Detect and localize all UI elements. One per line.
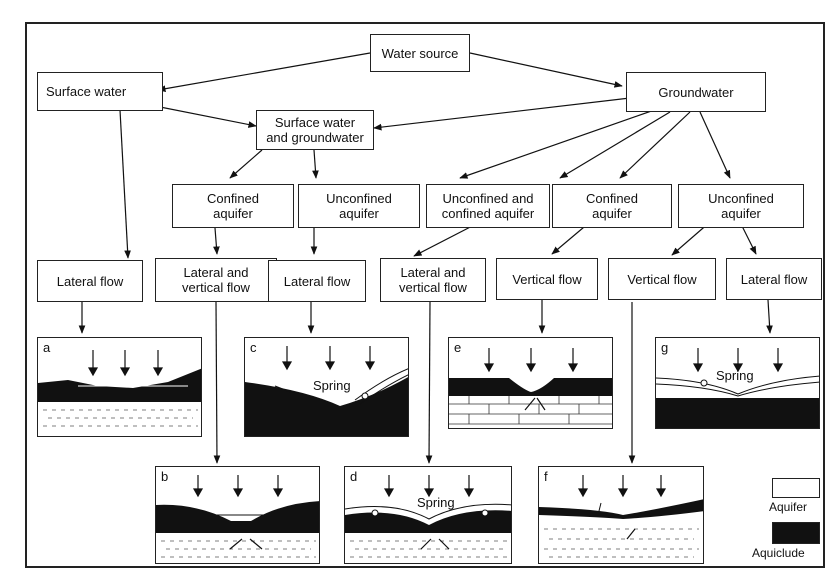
- surface-water-node: Surface water: [37, 72, 163, 111]
- vertical-flow-node-1: Vertical flow: [496, 258, 598, 300]
- panel-c: c Spring: [244, 337, 409, 437]
- panel-f: f: [538, 466, 704, 564]
- lateral-vertical-flow-node-1: Lateral and vertical flow: [155, 258, 277, 302]
- lateral-flow-node-1: Lateral flow: [37, 260, 143, 302]
- panel-d: d Spring: [344, 466, 512, 564]
- panel-g-graphic: [656, 348, 819, 428]
- groundwater-node: Groundwater: [626, 72, 766, 112]
- unconfined-aquifer-node-1: Unconfined aquifer: [298, 184, 420, 228]
- panel-e-graphic: [449, 348, 612, 425]
- panel-e: e: [448, 337, 613, 429]
- surface-and-groundwater-node: Surface water and groundwater: [256, 110, 374, 150]
- panel-g-label: g: [661, 340, 669, 355]
- unconfined-aquifer-node-2: Unconfined aquifer: [678, 184, 804, 228]
- panel-b-graphic: [156, 475, 319, 558]
- panel-f-graphic: [539, 475, 703, 558]
- panel-a-label: a: [43, 340, 51, 355]
- panel-c-label: c: [250, 340, 257, 355]
- legend-aquifer-swatch: [772, 478, 820, 498]
- panel-d-graphic: [345, 475, 511, 558]
- panel-f-label: f: [544, 469, 548, 484]
- lateral-vertical-flow-node-2: Lateral and vertical flow: [380, 258, 486, 302]
- legend-aquifer-label: Aquifer: [769, 500, 808, 514]
- confined-aquifer-node-2: Confined aquifer: [552, 184, 672, 228]
- lateral-flow-node-3: Lateral flow: [726, 258, 822, 300]
- panel-b-label: b: [161, 469, 169, 484]
- vertical-flow-node-2: Vertical flow: [608, 258, 716, 300]
- confined-aquifer-node-1: Confined aquifer: [172, 184, 294, 228]
- water-source-node: Water source: [370, 34, 470, 72]
- panel-e-label: e: [454, 340, 462, 355]
- legend-aquiclude-label: Aquiclude: [752, 546, 805, 560]
- unconfined-and-confined-aquifer-node: Unconfined and confined aquifer: [426, 184, 550, 228]
- panel-d-spring-label: Spring: [417, 495, 455, 510]
- panel-c-graphic: [245, 346, 408, 436]
- panel-b: b: [155, 466, 320, 564]
- panel-d-label: d: [350, 469, 358, 484]
- panel-a-graphic: [38, 350, 201, 427]
- panel-g: g Spring: [655, 337, 820, 429]
- legend-aquiclude-swatch: [772, 522, 820, 544]
- panel-g-spring-label: Spring: [716, 368, 754, 383]
- panel-a: a: [37, 337, 202, 437]
- panel-c-spring-label: Spring: [313, 378, 351, 393]
- lateral-flow-node-2: Lateral flow: [268, 260, 366, 302]
